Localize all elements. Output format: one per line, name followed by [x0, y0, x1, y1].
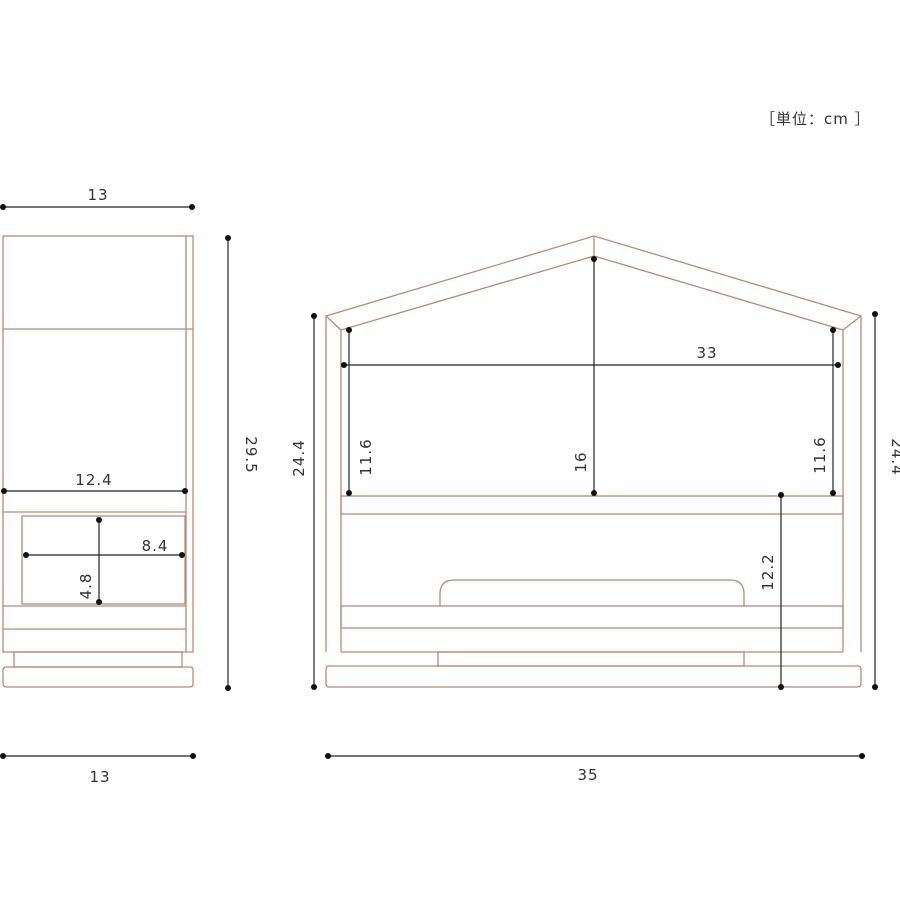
side-drawer-outline	[21, 515, 186, 605]
front-shelf	[340, 495, 844, 515]
side-cabinet-outline	[2, 235, 194, 653]
front-right-height-label: 24.4	[888, 438, 900, 475]
side-drawer-height-label: 4.8	[77, 573, 95, 600]
side-view: 13 29.5 12.4 8.4 4.8 13	[0, 186, 260, 786]
front-left-eave	[325, 315, 342, 331]
side-plinth	[2, 666, 194, 688]
front-lower-height-label: 12.2	[759, 553, 777, 590]
side-base-block	[13, 651, 183, 668]
side-top-width-label: 13	[87, 186, 108, 204]
front-plinth	[325, 665, 862, 688]
side-height-label: 29.5	[242, 436, 260, 473]
front-left-height-label: 24.4	[290, 439, 308, 476]
side-inner-width-label: 12.4	[75, 471, 112, 489]
side-drawer-width-label: 8.4	[142, 537, 169, 555]
front-base-block	[437, 651, 745, 667]
unit-label: ［単位：cm ］	[760, 110, 871, 128]
front-inner-width-label: 33	[696, 344, 717, 362]
front-right-inner-height-label: 11.6	[811, 436, 829, 473]
front-inner-outline	[340, 255, 844, 652]
front-drawer-pull	[439, 579, 745, 606]
front-total-width-label: 35	[577, 766, 598, 784]
side-bottom-width-label: 13	[89, 768, 110, 786]
front-view: 33 16 11.6 11.6 24.4 24.4 12.2 35	[290, 235, 900, 784]
front-center-height-label: 16	[572, 451, 590, 472]
front-drawer-rail	[340, 605, 844, 629]
front-right-eave	[842, 315, 862, 331]
front-left-inner-height-label: 11.6	[357, 438, 375, 475]
